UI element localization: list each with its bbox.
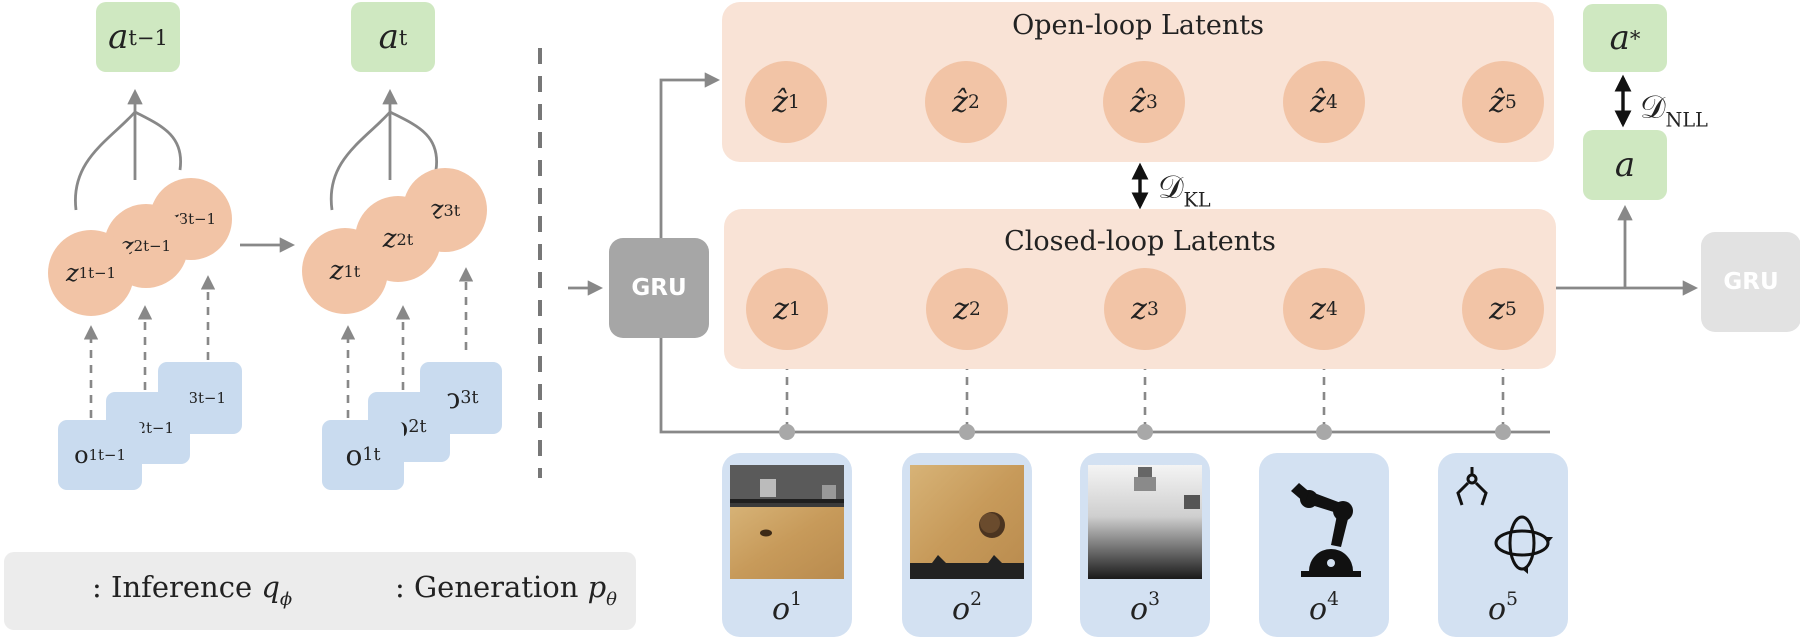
- observation-label-3: o3: [1130, 589, 1160, 627]
- predicted-action-box: a: [1583, 130, 1667, 200]
- legend-inference: : Inference qϕ: [92, 570, 293, 611]
- gru-block: GRU: [609, 238, 709, 338]
- action-prev-label: a: [108, 17, 129, 57]
- gru-label: GRU: [631, 275, 687, 301]
- observation-card-5: o5: [1438, 453, 1568, 637]
- observation-label-5: o5: [1488, 589, 1518, 627]
- gru-to-open-loop-arrow: [659, 72, 721, 238]
- nll-label: 𝒟NLL: [1640, 88, 1708, 132]
- inference-arrows-left: [83, 267, 474, 418]
- action-prev-subscript: t−1: [128, 24, 168, 50]
- rgb-wrist-image: [910, 465, 1024, 579]
- kl-divergence-label: 𝒟KL: [1158, 168, 1211, 212]
- gru-next-label: GRU: [1723, 269, 1779, 295]
- legend-box: [4, 552, 636, 630]
- obs-bus-dots: [779, 424, 1511, 440]
- legend-generation: : Generation pθ: [395, 570, 617, 611]
- closed-loop-title: Closed-loop Latents: [1004, 226, 1276, 257]
- observation-label-1: o1: [772, 589, 802, 627]
- rgb-top-image: [730, 465, 844, 579]
- gru-next-block: GRU: [1701, 232, 1800, 332]
- observation-card-3: o3: [1080, 453, 1210, 637]
- action-cur-subscript: t: [398, 24, 408, 50]
- gripper-rotation-icon: [1456, 467, 1553, 574]
- observation-card-4: o4: [1259, 453, 1389, 637]
- generation-curves-cur: [329, 88, 439, 211]
- target-action-box: a*: [1583, 4, 1667, 72]
- robot-arm-icon: [1291, 483, 1361, 577]
- generation-curves-prev: [74, 88, 183, 211]
- observation-label-4: o4: [1309, 589, 1339, 627]
- obs-bus-line: [659, 338, 1550, 434]
- open-loop-title: Open-loop Latents: [1012, 10, 1264, 41]
- observation-card-2: o2: [902, 453, 1032, 637]
- action-cur-label: a: [378, 17, 399, 57]
- observation-label-2: o2: [952, 589, 982, 627]
- depth-image: [1088, 465, 1202, 579]
- observation-card-1: o1: [722, 453, 852, 637]
